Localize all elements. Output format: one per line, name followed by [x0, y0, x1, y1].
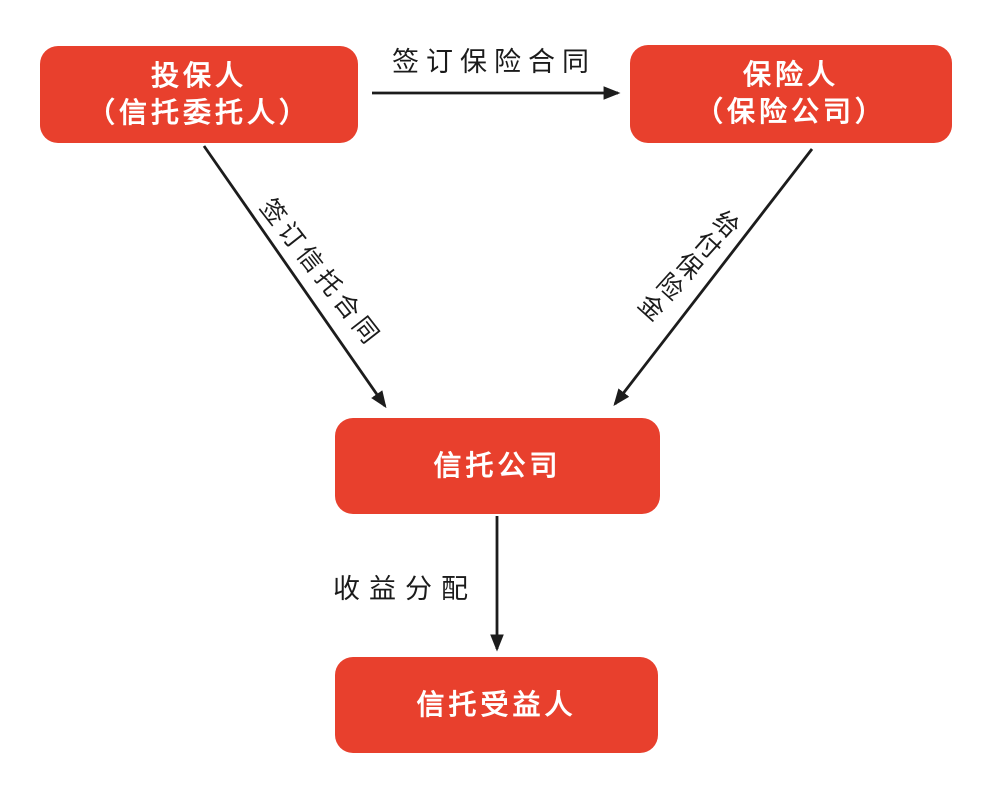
edge-label-sign-insurance-contract: 签订保险合同: [392, 47, 596, 78]
node-policyholder-line1: 投保人: [150, 59, 247, 91]
node-insurer-line1: 保险人: [742, 59, 839, 91]
node-insurer: 保险人 （保险公司）: [630, 45, 952, 143]
node-policyholder-line2: （信托委托人）: [86, 96, 311, 128]
arrow-pay-insurance-benefit: [613, 148, 814, 407]
node-beneficiary: 信托受益人: [335, 657, 658, 753]
node-insurer-line2: （保险公司）: [694, 96, 887, 127]
node-trust-company: 信托公司: [335, 418, 660, 514]
node-beneficiary-label: 信托受益人: [416, 688, 577, 720]
node-trust-company-label: 信托公司: [433, 449, 562, 481]
edge-label-income-distribution: 收益分配: [333, 574, 477, 605]
arrow-sign-trust-contract: [202, 145, 387, 409]
node-policyholder: 投保人 （信托委托人）: [40, 46, 358, 143]
